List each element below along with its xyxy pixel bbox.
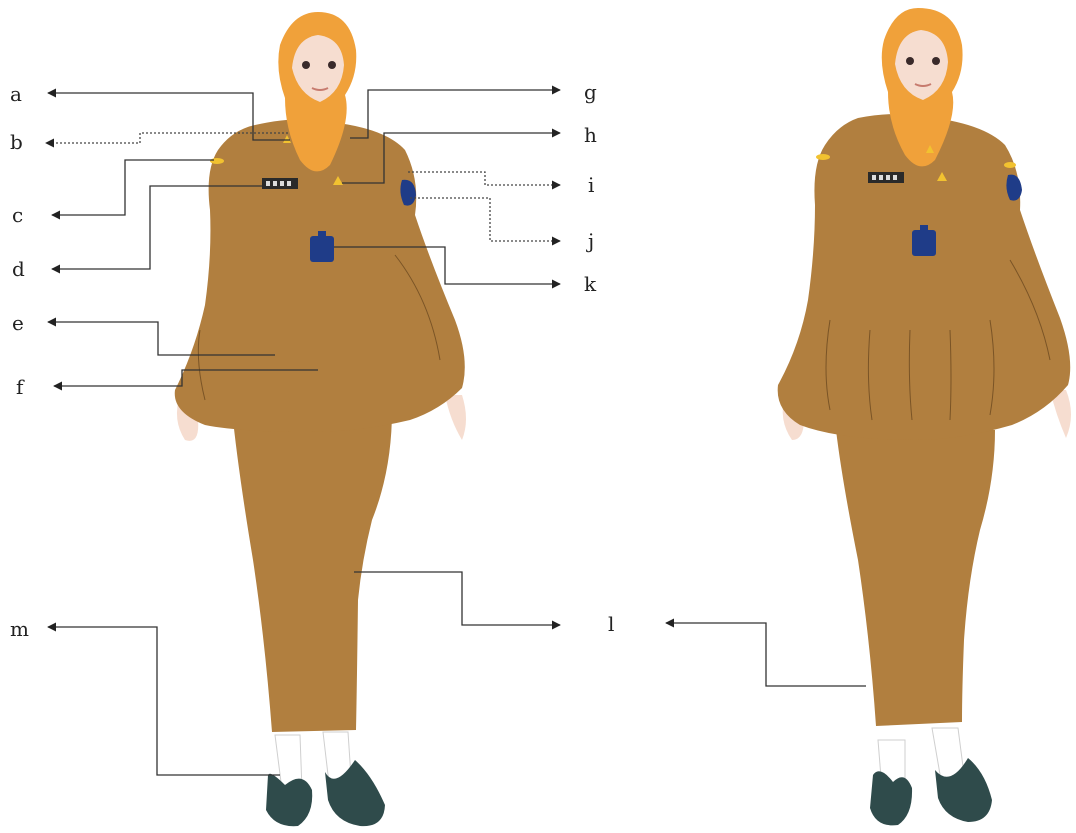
- shoes-left: [266, 732, 385, 826]
- shoulder-mark-right-2: [1004, 162, 1016, 168]
- label-i: i: [588, 173, 594, 197]
- label-b: b: [10, 130, 23, 154]
- label-g: g: [584, 80, 597, 104]
- label-k: k: [584, 272, 597, 296]
- label-h: h: [584, 123, 597, 147]
- id-badge-left: [310, 236, 334, 262]
- figure-left: [175, 12, 466, 826]
- label-j: j: [586, 229, 594, 253]
- leader-i: [408, 172, 560, 185]
- sleeve-patch-right: [1006, 175, 1022, 201]
- label-m: m: [10, 617, 29, 641]
- label-l: l: [608, 612, 614, 636]
- shoulder-mark-right: [816, 154, 830, 160]
- label-c: c: [12, 203, 23, 227]
- figure-right: [778, 8, 1071, 825]
- leader-c: [52, 160, 214, 215]
- leader-lines: [46, 90, 866, 775]
- id-badge-right: [912, 230, 936, 256]
- label-a: a: [10, 82, 22, 106]
- leader-l-right: [666, 623, 866, 686]
- leader-l-left: [354, 572, 560, 625]
- label-e: e: [12, 311, 24, 335]
- skirt-right: [836, 430, 995, 726]
- leader-m: [48, 627, 280, 775]
- shoulder-mark-left: [210, 158, 224, 164]
- label-d: d: [12, 257, 25, 281]
- skirt-left: [232, 410, 392, 732]
- hand-left-2: [445, 395, 466, 440]
- label-f: f: [16, 375, 25, 399]
- leader-g: [350, 90, 560, 138]
- shoes-right: [870, 728, 992, 825]
- leader-j: [410, 198, 560, 241]
